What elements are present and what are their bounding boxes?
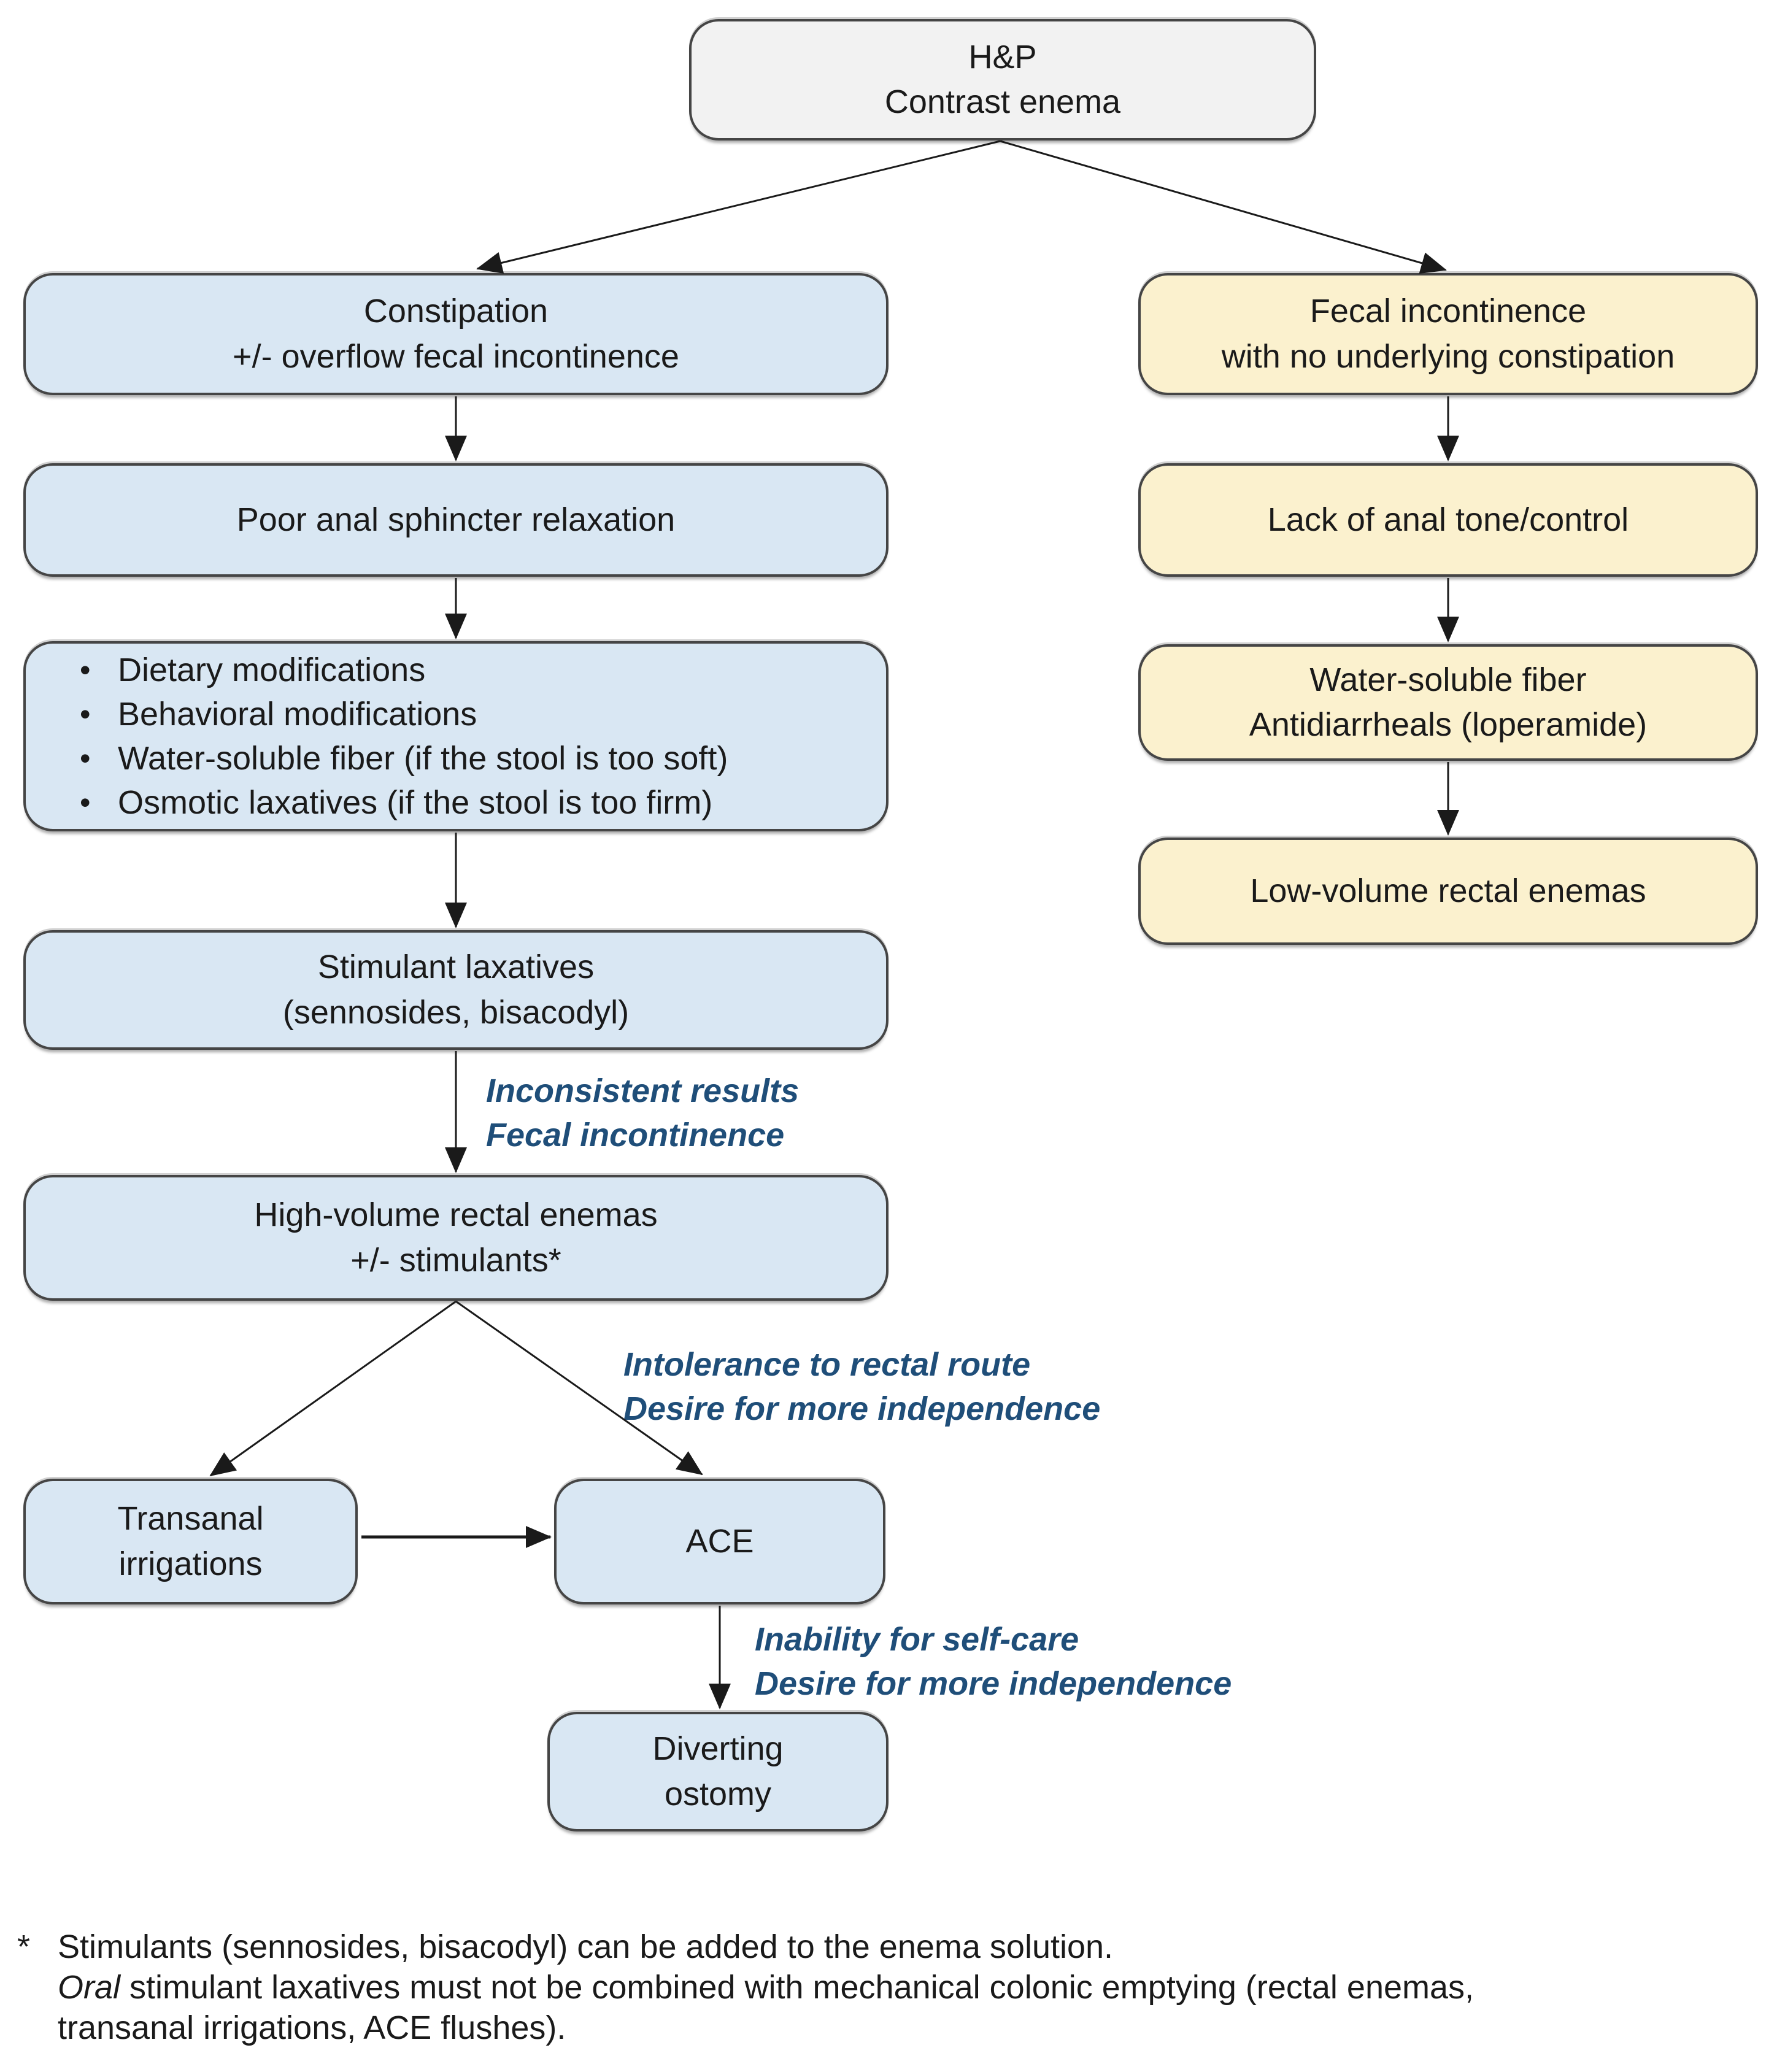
node-transanal-irrigations: Transanal irrigations: [23, 1479, 358, 1604]
footnote-line-3: transanal irrigations, ACE flushes).: [58, 2009, 566, 2046]
node-ace: ACE: [554, 1479, 885, 1604]
edge-label-after-ace: Inability for self-care Desire for more …: [755, 1617, 1232, 1706]
bullet-item: Dietary modifications: [63, 648, 862, 692]
arrow-high-volume-to-transanal: [209, 1300, 457, 1477]
edge-label-line: Desire for more independence: [755, 1665, 1232, 1702]
node-diverting-ostomy: Diverting ostomy: [547, 1712, 889, 1831]
node-line: H&P: [968, 38, 1037, 75]
node-line: High-volume rectal enemas: [254, 1196, 658, 1234]
bullet-list: Dietary modifications Behavioral modific…: [26, 648, 886, 825]
edge-label-line: Inconsistent results: [486, 1073, 800, 1109]
node-line: Diverting: [652, 1730, 784, 1768]
node-line: Lack of anal tone/control: [1267, 501, 1629, 538]
footnote: * Stimulants (sennosides, bisacodyl) can…: [17, 1927, 1772, 2048]
node-low-volume-enemas: Low-volume rectal enemas: [1138, 838, 1758, 945]
node-stimulant-laxatives: Stimulant laxatives (sennosides, bisacod…: [23, 930, 889, 1050]
node-line: Fecal incontinence: [1309, 293, 1587, 330]
arrow-hp-to-constipation: [476, 140, 1001, 274]
edge-label-after-stimulant: Inconsistent results Fecal incontinence: [486, 1069, 799, 1157]
node-line: with no underlying constipation: [1221, 337, 1675, 375]
node-lack-of-anal-tone: Lack of anal tone/control: [1138, 463, 1758, 577]
footnote-oral-italic: Oral: [58, 1969, 121, 2006]
node-line: Water-soluble fiber: [1309, 661, 1587, 698]
node-line: Poor anal sphincter relaxation: [236, 501, 676, 538]
node-line: Contrast enema: [884, 83, 1121, 120]
node-line: irrigations: [118, 1545, 263, 1582]
node-fecal-incontinence: Fecal incontinence with no underlying co…: [1138, 273, 1758, 395]
node-poor-sphincter: Poor anal sphincter relaxation: [23, 463, 889, 577]
bullet-item: Osmotic laxatives (if the stool is too f…: [63, 780, 862, 825]
node-line: Constipation: [363, 293, 549, 330]
node-constipation: Constipation +/- overflow fecal incontin…: [23, 273, 889, 395]
footnote-line-1: Stimulants (sennosides, bisacodyl) can b…: [58, 1928, 1114, 1965]
edge-label-line: Inability for self-care: [755, 1621, 1079, 1658]
node-line: +/- overflow fecal incontinence: [233, 337, 679, 375]
node-line: ostomy: [664, 1775, 772, 1812]
footnote-asterisk: *: [17, 1928, 31, 1965]
node-line: Low-volume rectal enemas: [1250, 872, 1646, 909]
bullet-item: Behavioral modifications: [63, 692, 862, 736]
node-water-soluble-fiber: Water-soluble fiber Antidiarrheals (lope…: [1138, 644, 1758, 761]
node-line: (sennosides, bisacodyl): [282, 993, 630, 1031]
node-line: +/- stimulants*: [350, 1241, 561, 1279]
node-conservative-measures: Dietary modifications Behavioral modific…: [23, 641, 889, 831]
edge-label-line: Intolerance to rectal route: [623, 1346, 1031, 1383]
edge-label-line: Desire for more independence: [623, 1390, 1101, 1427]
node-hp-contrast-enema: H&P Contrast enema: [689, 19, 1316, 141]
node-line: Transanal: [117, 1500, 264, 1538]
footnote-line-2: Oral stimulant laxatives must not be com…: [58, 1969, 1475, 2006]
node-line: Stimulant laxatives: [317, 949, 595, 986]
node-line: ACE: [685, 1522, 754, 1560]
arrow-hp-to-fecal-incontinence: [1000, 140, 1447, 274]
node-high-volume-enemas: High-volume rectal enemas +/- stimulants…: [23, 1175, 889, 1301]
edge-label-after-high-volume: Intolerance to rectal route Desire for m…: [623, 1342, 1100, 1431]
arrow-high-volume-to-ace: [455, 1300, 703, 1476]
bullet-item: Water-soluble fiber (if the stool is too…: [63, 736, 862, 780]
node-line: Antidiarrheals (loperamide): [1249, 706, 1648, 743]
edge-label-line: Fecal incontinence: [486, 1117, 785, 1153]
